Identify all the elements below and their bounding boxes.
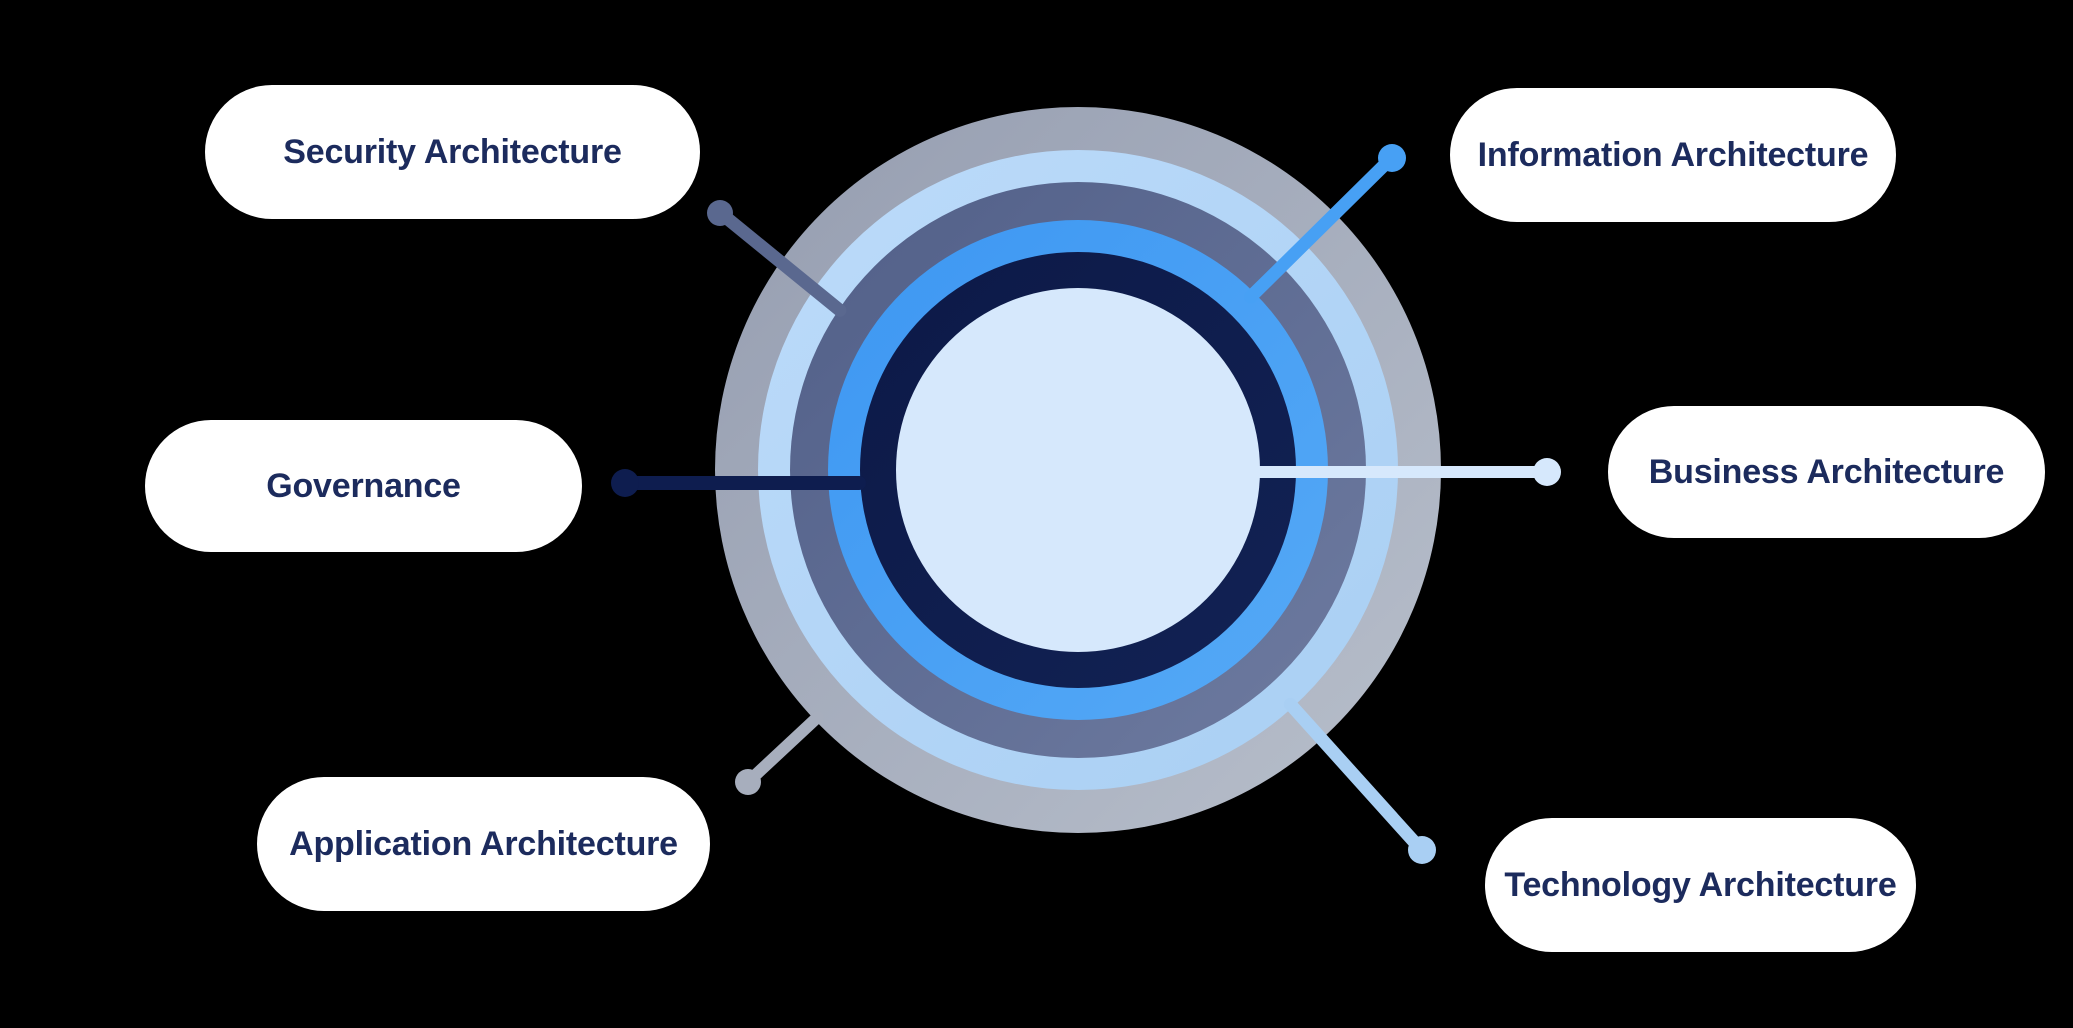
label-technology-architecture: Technology Architecture — [1485, 818, 1916, 952]
label-text: Governance — [266, 466, 461, 505]
label-text: Business Architecture — [1648, 452, 2005, 491]
label-text: Technology Architecture — [1504, 865, 1897, 904]
label-application-architecture: Application Architecture — [257, 777, 710, 911]
technology-connector-dot — [1408, 836, 1436, 864]
label-information-architecture: Information Architecture — [1450, 88, 1896, 222]
governance-connector-line — [622, 476, 866, 490]
label-text: Security Architecture — [283, 132, 622, 171]
technology-connector-line — [1281, 695, 1428, 856]
business-connector-dot — [1533, 458, 1561, 486]
label-text: Application Architecture — [289, 824, 678, 863]
security-connector-dot — [707, 200, 733, 226]
information-connector-dot — [1378, 144, 1406, 172]
governance-connector-dot — [611, 469, 639, 497]
application-connector-dot — [735, 769, 761, 795]
label-security-architecture: Security Architecture — [205, 85, 700, 219]
label-governance: Governance — [145, 420, 582, 552]
core-circle — [896, 288, 1260, 652]
business-connector-line — [1250, 466, 1549, 478]
label-business-architecture: Business Architecture — [1608, 406, 2045, 538]
label-text: Information Architecture — [1477, 135, 1869, 174]
